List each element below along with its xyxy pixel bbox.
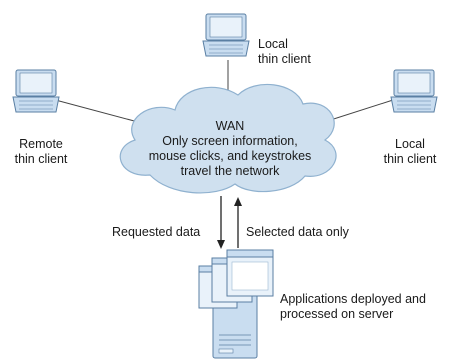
label-line: thin client — [14, 152, 68, 166]
server-label: Applications deployed and processed on s… — [280, 292, 426, 322]
wan-description-line: Only screen information, — [162, 134, 298, 148]
application-window-icon — [226, 249, 274, 297]
right-client-label: Local thin client — [372, 137, 448, 167]
requested-data-label: Requested data — [112, 225, 201, 239]
laptop-icon — [390, 69, 438, 113]
requested-data-arrow — [217, 196, 225, 249]
label-line: thin client — [258, 52, 311, 66]
selected-data-arrow — [234, 197, 242, 248]
label-line: Remote — [19, 137, 63, 151]
wan-title: WAN — [215, 119, 245, 133]
label-line: processed on server — [280, 307, 394, 321]
wan-cloud-text: WAN Only screen information, mouse click… — [140, 119, 320, 179]
label-line: thin client — [383, 152, 437, 166]
wan-cloud — [119, 83, 337, 194]
laptop-icon — [202, 13, 250, 57]
label-line: Local — [395, 137, 425, 151]
label-line: Local — [258, 37, 288, 51]
wan-description-line: travel the network — [180, 164, 280, 178]
wan-description-line: mouse clicks, and keystrokes — [148, 149, 312, 163]
link-left-client — [47, 97, 139, 123]
label-line: Applications deployed and — [280, 292, 426, 306]
laptop-icon — [12, 69, 60, 113]
top-client-label: Local thin client — [258, 37, 311, 67]
selected-data-label: Selected data only — [246, 225, 349, 239]
left-client-label: Remote thin client — [4, 137, 78, 167]
